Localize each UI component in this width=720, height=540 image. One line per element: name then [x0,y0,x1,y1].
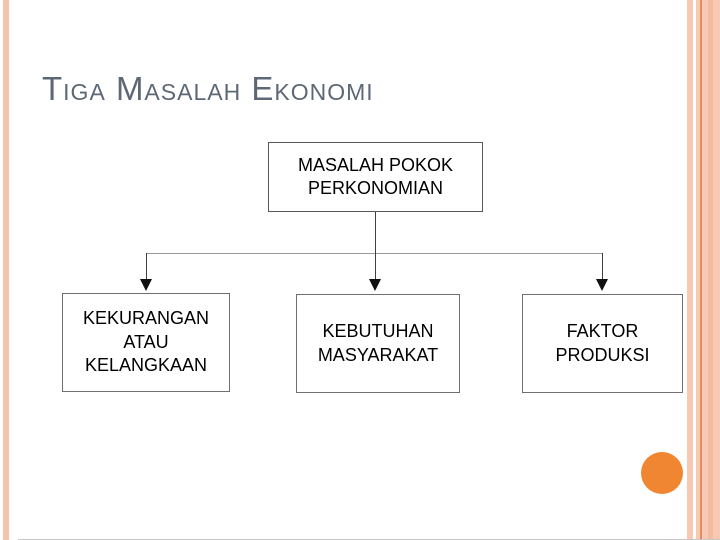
left-edge-stripe [3,0,9,540]
right-edge-stripe-2 [696,0,700,540]
right-edge-accent-line [700,0,702,540]
diagram-node-faktor: FAKTOR PRODUKSI [522,294,683,393]
connector-drop-right [602,253,603,280]
page-title: Tiga Masalah Ekonomi [42,70,374,107]
diagram-node-faktor-label: FAKTOR PRODUKSI [555,321,650,365]
connector-root-drop [375,212,376,253]
connector-drop-left [146,253,147,280]
arrowhead-down-icon [140,279,152,291]
diagram-node-root: MASALAH POKOK PERKONOMIAN [268,142,483,212]
accent-circle [641,452,683,494]
diagram-node-kebutuhan-label: KEBUTUHAN MASYARAKAT [317,321,439,365]
diagram-node-kekurangan: KEKURANGAN ATAU KELANGKAAN [62,293,230,392]
diagram-node-kekurangan-label: KEKURANGAN ATAU KELANGKAAN [82,308,210,376]
right-edge-stripe-1 [687,0,693,540]
right-edge-stripe-3-inner [708,0,713,540]
arrowhead-down-icon [369,279,381,291]
arrowhead-down-icon [596,279,608,291]
diagram-node-root-label: MASALAH POKOK PERKONOMIAN [297,154,454,198]
diagram-node-kebutuhan: KEBUTUHAN MASYARAKAT [296,294,460,393]
connector-drop-middle [375,253,376,280]
connector-horizontal [146,253,603,254]
